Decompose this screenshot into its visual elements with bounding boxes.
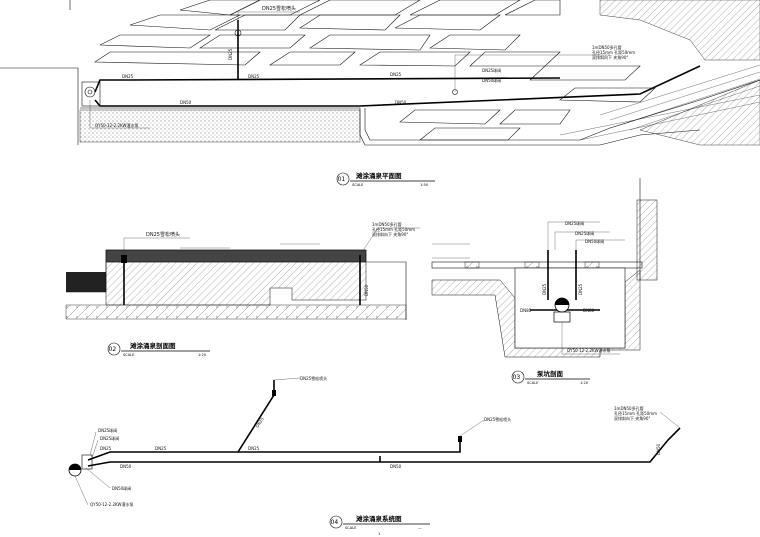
pit-dn25-valve-2: DN25球阀 <box>575 230 594 236</box>
pit-dn80-1: DN80 <box>520 308 532 313</box>
submersible-pump <box>553 297 571 323</box>
view-number: 02 <box>109 346 117 353</box>
sys-dn50-a: DN50 <box>120 464 132 469</box>
scale-ratio: 1:20 <box>580 381 589 385</box>
gravel-band <box>79 109 361 143</box>
plan-dn25-label-3: DN25 <box>390 72 402 77</box>
pit-dn25-valve-1: DN25球阀 <box>565 220 584 226</box>
scale-ratio: 1:50 <box>420 183 429 187</box>
plan-pump-label: QY50-12-2.2KW潜水泵 <box>95 122 138 128</box>
plan-pipes <box>94 20 701 107</box>
sys-dn25-d: DN25 <box>100 446 112 451</box>
pit-dn50-valve: DN50球阀 <box>585 238 604 244</box>
system-leaders <box>74 377 681 506</box>
section-leaders <box>123 227 420 256</box>
sys-dn25-valve-1: DN25球阀 <box>98 427 117 433</box>
system-pipes <box>87 380 681 467</box>
section-pipe-note-3: 双排斜向下 夹角90° <box>372 231 408 237</box>
view-01-plan: DN25雪松喷头 DN25 DN25 DN25 DN50 DN50 DN25 Q… <box>0 0 760 187</box>
view-number: 01 <box>338 176 346 183</box>
sys-dn25-c: DN25 <box>255 416 265 429</box>
plan-pipe-note-2: 孔径15mm 孔距50mm <box>592 49 635 55</box>
sys-pump-label: QY50-12-2.2KW潜水泵 <box>90 501 133 507</box>
plan-dn25-valve: DN25球阀 <box>482 67 501 73</box>
view-number: 04 <box>331 519 339 526</box>
sys-dn50-b: DN50 <box>390 464 402 469</box>
section-nozzle-label: DN25雪松喷头 <box>146 231 180 238</box>
view-02-section: DN25雪松喷头 1mDN50多孔管 孔径15mm 孔距50mm 双排斜向下 夹… <box>65 221 420 357</box>
section-pipe-note-2: 孔径15mm 孔距50mm <box>372 226 415 232</box>
pit-dn25-1: DN25 <box>542 283 547 295</box>
section-dn50-label: DN50 <box>364 284 369 296</box>
scale-ratio: 1:20 <box>198 353 207 357</box>
sys-nozzle-top: DN25雪松喷头 <box>300 375 327 381</box>
sys-dn25-b: DN25 <box>248 446 260 451</box>
view-title: 滩涂涌泉系统图 <box>356 514 402 523</box>
plan-dn50-valve: DN50球阀 <box>482 77 501 83</box>
plan-dn25-label-2: DN25 <box>248 74 260 79</box>
plan-dn50-label-1: DN50 <box>180 100 192 105</box>
scale-label: SCALE <box>527 381 539 385</box>
scale-label: SCALE <box>345 526 357 530</box>
section-pipe-note-1: 1mDN50多孔管 <box>372 221 402 227</box>
view-03-pump-pit: DN25球阀 DN25球阀 DN50球阀 DN80 DN80 DN25 DN25… <box>431 178 658 385</box>
sys-pipe-note-3: 双排斜向下 夹角90° <box>614 415 650 421</box>
plan-pump-pit <box>81 81 101 107</box>
title-block-03: 03 泵坑剖面 SCALE 1:20 <box>511 369 590 385</box>
paving-slabs <box>94 0 656 141</box>
sys-pipe-note-2: 孔径15mm 孔距50mm <box>614 410 657 416</box>
view-title: 滩涂涌泉平面图 <box>356 171 402 180</box>
title-block-02: 02 滩涂涌泉剖面图 SCALE 1:20 <box>107 341 210 357</box>
sys-dn50-c: DN50 <box>656 443 661 455</box>
view-04-system: DN25雪松喷头 DN25雪松喷头 DN25球阀 DN25球阀 DN25 DN2… <box>68 375 681 536</box>
scale-label: SCALE <box>352 183 364 187</box>
plan-dn25-label-1: DN25 <box>122 74 134 79</box>
pit-dn25-2: DN25 <box>578 283 583 295</box>
pit-pump-label: QY50-12-2.2KW潜水泵 <box>567 347 610 353</box>
plan-pipe-note-3: 双排斜向下 夹角90° <box>592 54 628 60</box>
sys-dn50-valve: DN50球阀 <box>112 485 131 491</box>
plan-nozzle-label: DN25雪松喷头 <box>262 5 296 12</box>
scale-ratio: — <box>418 526 422 530</box>
sys-dn25-a: DN25 <box>155 446 167 451</box>
plan-dn25-label-4: DN25 <box>228 48 233 60</box>
pit-dn80-2: DN80 <box>583 308 595 313</box>
plan-pipe-note-1: 1mDN50多孔管 <box>592 44 622 50</box>
sys-pipe-note-1: 1mDN50多孔管 <box>614 405 644 411</box>
page-mark: 1 <box>378 532 380 536</box>
sys-nozzle-mid: DN25雪松喷头 <box>484 416 511 422</box>
pit-leaders <box>432 221 625 355</box>
title-block-01: 01 滩涂涌泉平面图 SCALE 1:50 <box>336 171 435 187</box>
view-title: 滩涂涌泉剖面图 <box>130 341 176 350</box>
plan-edges <box>0 0 760 146</box>
view-number: 03 <box>513 374 521 381</box>
plan-dn50-label-2: DN50 <box>395 100 407 105</box>
view-title: 泵坑剖面 <box>536 369 564 378</box>
title-block-04: 04 滩涂涌泉系统图 SCALE — <box>329 514 430 530</box>
sys-dn25-valve-2: DN25球阀 <box>100 435 119 441</box>
scale-label: SCALE <box>123 353 135 357</box>
plan-leaders <box>89 11 610 129</box>
deck-hatching <box>559 0 760 146</box>
